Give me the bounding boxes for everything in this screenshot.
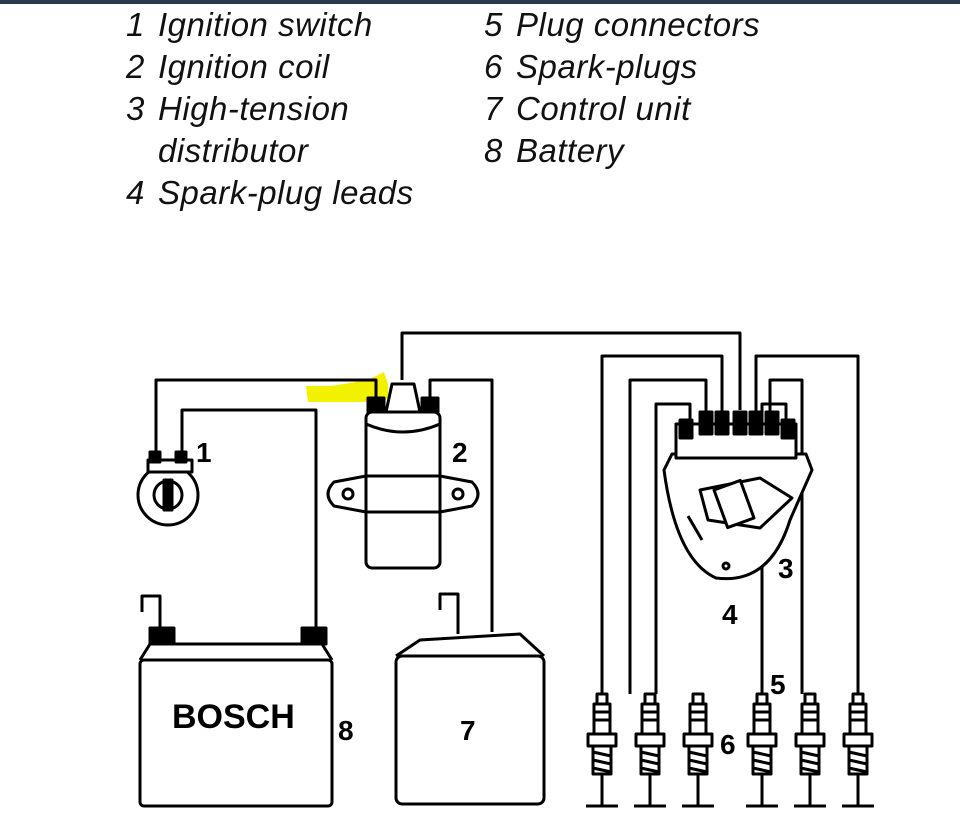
spark-plug — [586, 692, 618, 808]
label-coil: 2 — [452, 437, 468, 468]
legend-item-3-continued: distributor — [158, 132, 309, 169]
label-distributor: 3 — [778, 553, 794, 584]
label-leads: 4 — [722, 599, 738, 630]
window-top-bar — [0, 0, 960, 4]
lead-plug-3 — [654, 402, 692, 694]
wire-switch-to-coil — [154, 378, 378, 456]
wire-control-unit-ground — [438, 592, 460, 634]
ignition-coil — [326, 382, 480, 570]
lead-plug-2 — [628, 378, 708, 694]
wire-coil-to-control-unit — [428, 378, 494, 632]
label-switch: 1 — [196, 437, 212, 468]
label-control-unit: 7 — [460, 715, 476, 746]
high-tension-distributor — [662, 410, 814, 581]
spark-plug — [746, 692, 778, 808]
label-battery: 8 — [338, 715, 354, 746]
control-unit — [394, 632, 546, 806]
battery-brand: BOSCH — [172, 698, 295, 736]
wire-switch-to-battery — [180, 408, 318, 632]
spark-plug — [682, 692, 714, 808]
lead-plug-1 — [600, 354, 724, 694]
wire-coil-to-distributor — [400, 331, 742, 410]
wire-battery-ground — [140, 594, 162, 632]
lead-plug-6 — [754, 354, 860, 694]
spark-plug — [794, 692, 826, 808]
label-plugs: 6 — [720, 729, 736, 760]
lead-plug-5 — [768, 378, 804, 694]
spark-plug — [842, 692, 874, 808]
battery — [138, 626, 334, 808]
spark-plug — [634, 692, 666, 808]
ignition-switch — [136, 450, 200, 527]
spark-plugs — [586, 692, 874, 808]
label-connectors: 5 — [770, 669, 786, 700]
